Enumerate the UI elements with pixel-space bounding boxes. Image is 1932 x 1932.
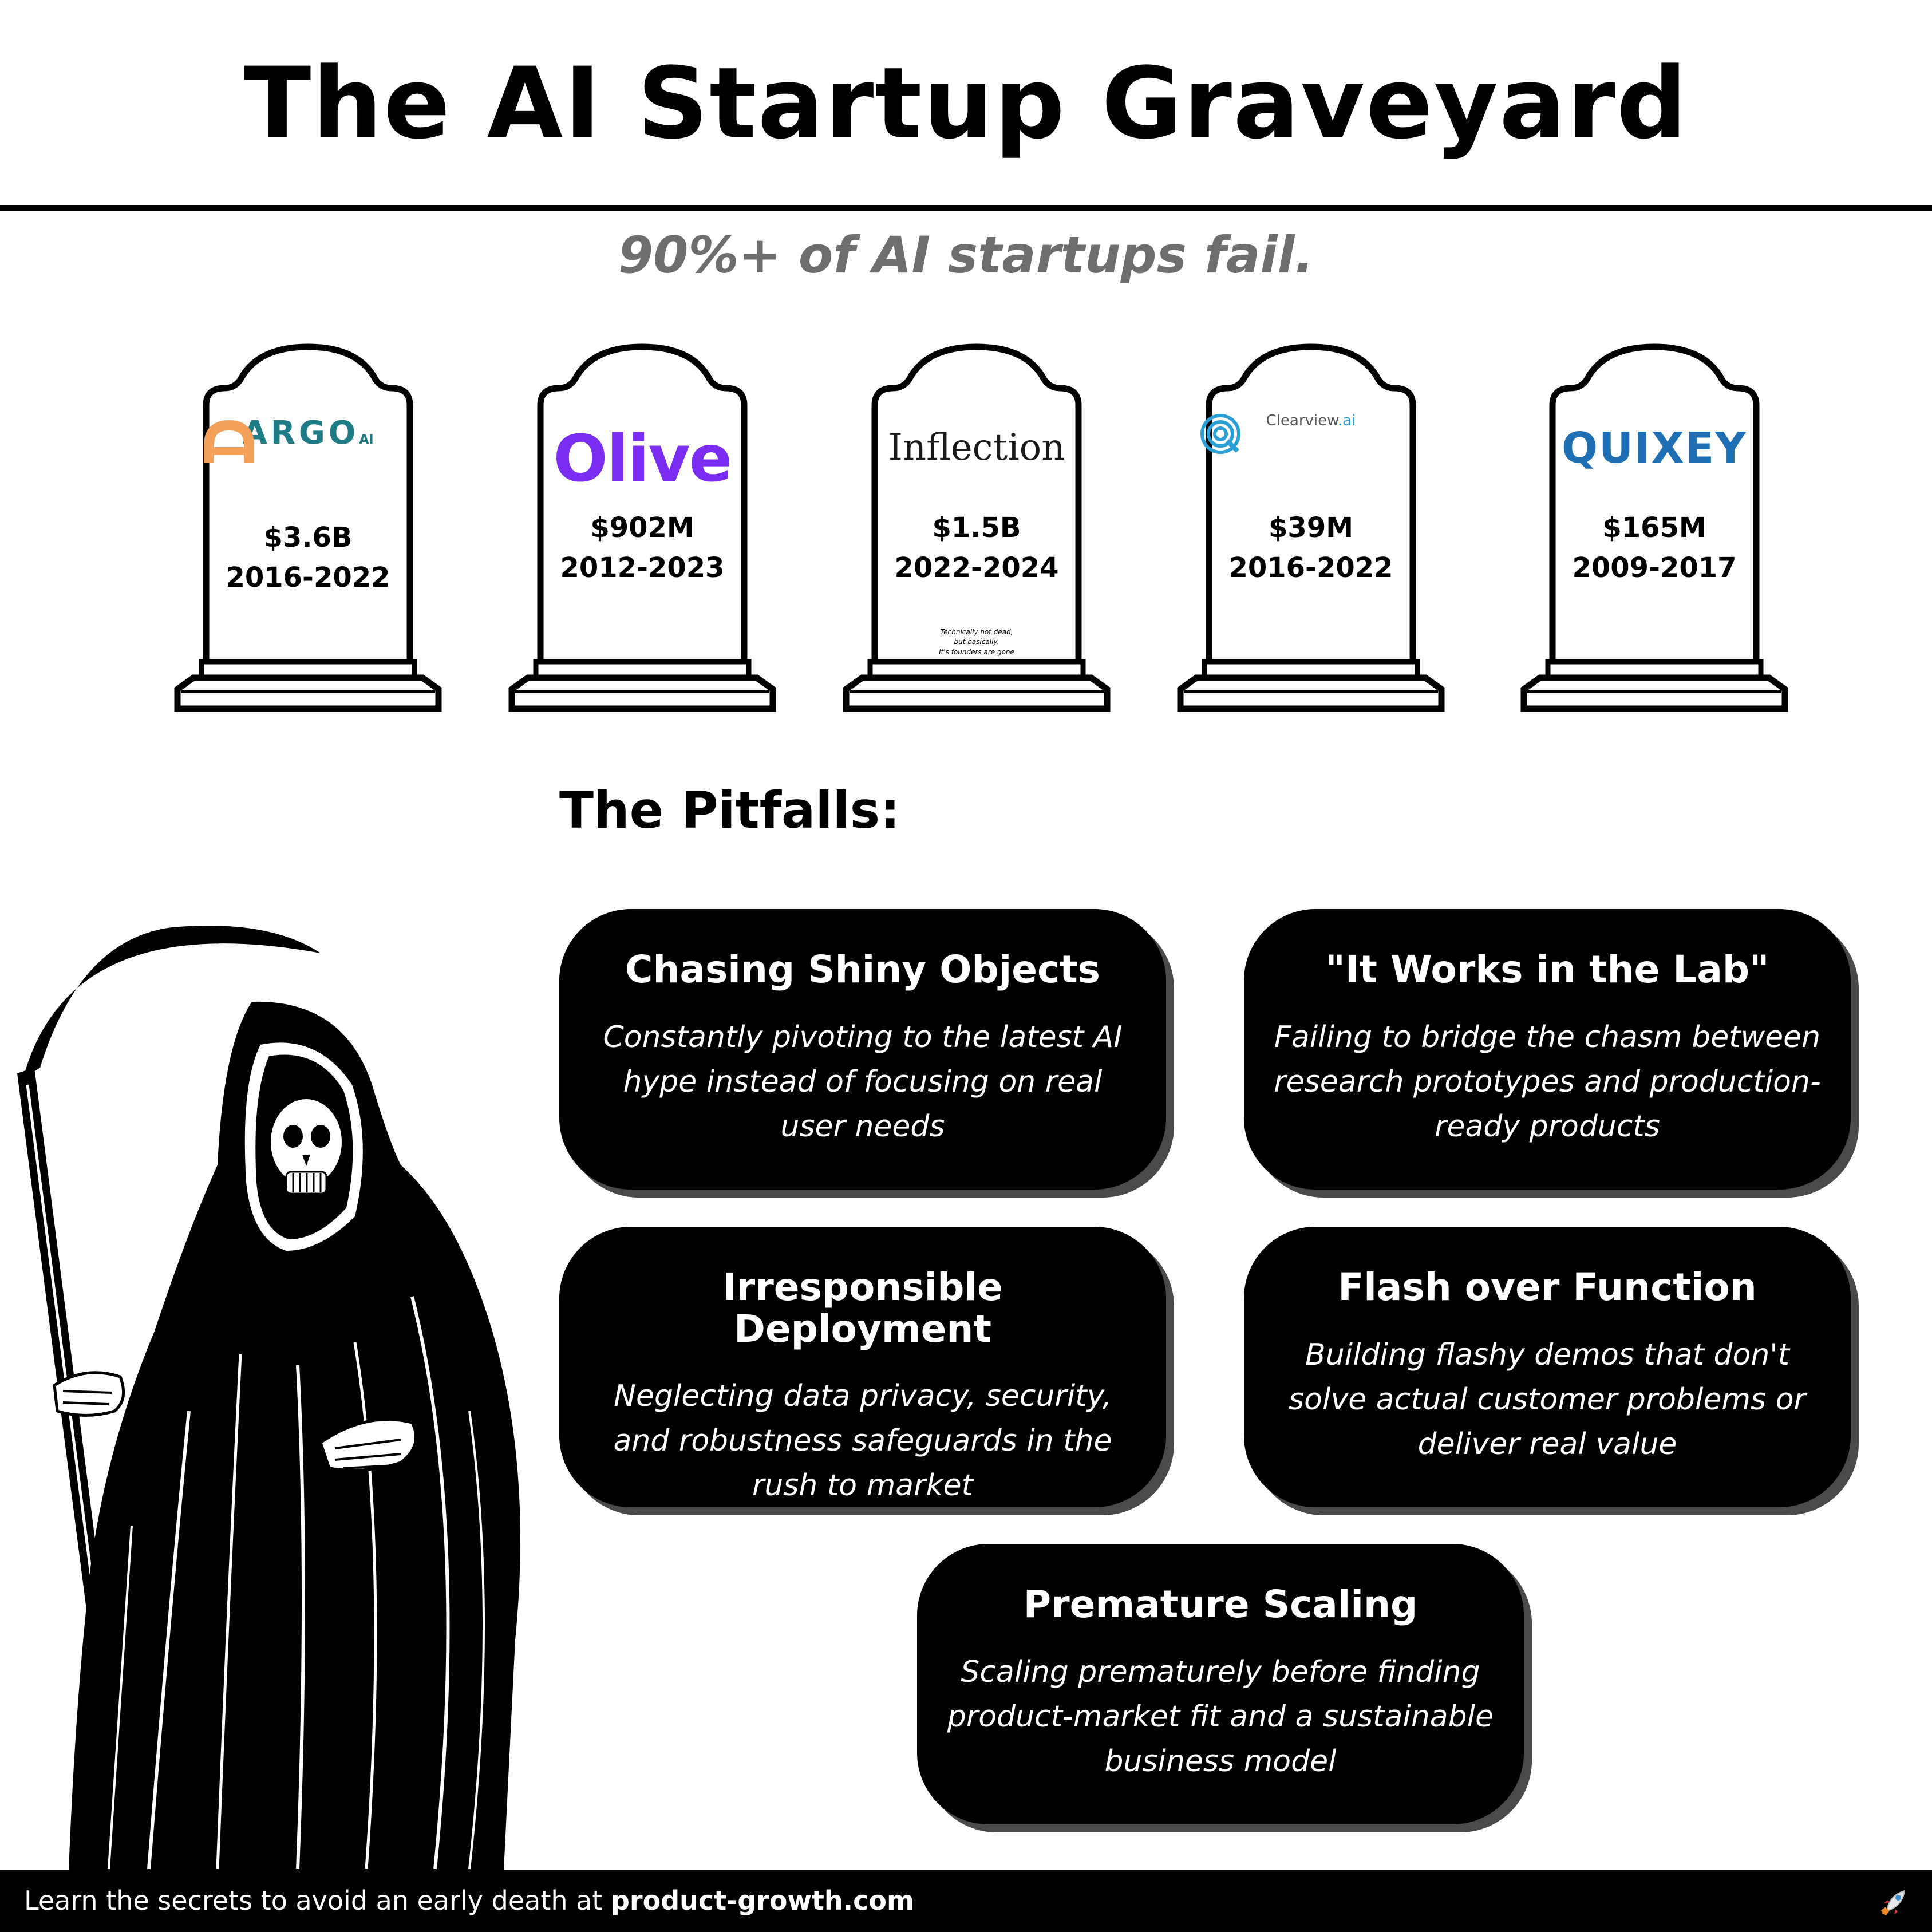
pitfall-description: Scaling prematurely before finding produ…	[947, 1654, 1494, 1779]
olive-funding: $902M	[590, 512, 694, 544]
pitfall-card: Chasing Shiny Objects Constantly pivotin…	[559, 909, 1166, 1190]
tombstone-shape	[174, 343, 442, 712]
quixey-years: 2009-2017	[1572, 552, 1737, 584]
footer-text: Learn the secrets to avoid an early deat…	[24, 1887, 914, 1914]
footer-link[interactable]: product-growth.com	[610, 1885, 914, 1916]
inflection-note: Technically not dead, but basically. It'…	[939, 628, 1014, 656]
argo-funding: $3.6B	[263, 521, 353, 554]
argo-wordmark: ARGO	[242, 414, 359, 452]
clearview-funding: $39M	[1269, 512, 1353, 544]
olive-logo: Olive	[553, 422, 733, 496]
pitfall-card: Irresponsible Deployment Neglecting data…	[559, 1227, 1166, 1507]
footer-bar: Learn the secrets to avoid an early deat…	[0, 1870, 1932, 1932]
argo-mark-icon	[204, 420, 254, 463]
footer-prefix: Learn the secrets to avoid an early deat…	[24, 1885, 611, 1916]
rocket-icon	[1880, 1890, 1906, 1916]
argo-years: 2016-2022	[226, 562, 390, 594]
page-subtitle: 90%+ of AI startups fail.	[618, 226, 1314, 285]
title-divider	[0, 205, 1932, 211]
pitfall-description: Failing to bridge the chasm between rese…	[1274, 1020, 1821, 1144]
tombstone-shape	[1520, 343, 1788, 712]
tombstone-clearview: Clearview.ai $39M 2016-2022	[1175, 342, 1447, 714]
pitfalls-heading: The Pitfalls:	[559, 781, 900, 840]
inflection-logo: Inflection	[888, 426, 1065, 469]
quixey-funding: $165M	[1602, 512, 1706, 544]
tombstone-shape	[508, 343, 776, 712]
pitfall-card: "It Works in the Lab" Failing to bridge …	[1244, 909, 1851, 1190]
pitfall-description: Neglecting data privacy, security, and r…	[613, 1379, 1112, 1503]
argo-logo: ARGOAI	[195, 417, 421, 463]
olive-years: 2012-2023	[560, 552, 725, 584]
page-title: The AI Startup Graveyard	[244, 46, 1688, 161]
pitfall-title: "It Works in the Lab"	[1325, 947, 1769, 991]
quixey-logo: QUIXEY	[1562, 424, 1747, 473]
grim-reaper-illustration	[17, 926, 520, 1870]
pitfall-description: Building flashy demos that don't solve a…	[1289, 1337, 1806, 1461]
pitfall-title: Irresponsible Deployment	[722, 1265, 1003, 1351]
argo-sub: AI	[359, 433, 374, 447]
pitfall-card: Flash over Function Building flashy demo…	[1244, 1227, 1851, 1507]
tombstone-quixey: QUIXEY $165M 2009-2017	[1518, 342, 1791, 714]
pitfall-title: Chasing Shiny Objects	[625, 947, 1100, 991]
pitfall-description: Constantly pivoting to the latest AI hyp…	[603, 1020, 1123, 1144]
tombstone-argo: ARGOAI $3.6B 2016-2022	[172, 342, 444, 714]
tombstone-olive: Olive $902M 2012-2023	[506, 342, 779, 714]
clearview-logo: Clearview.ai	[1198, 411, 1424, 454]
clearview-mark-icon	[1200, 414, 1240, 454]
tombstone-shape	[843, 343, 1111, 712]
pitfall-title: Premature Scaling	[1023, 1582, 1418, 1626]
clearview-wordmark: Clearview	[1266, 412, 1338, 429]
inflection-years: 2022-2024	[894, 552, 1059, 584]
pitfall-card: Premature Scaling Scaling prematurely be…	[917, 1544, 1524, 1824]
pitfall-title: Flash over Function	[1338, 1265, 1757, 1309]
clearview-sub: .ai	[1338, 412, 1356, 429]
tombstone-inflection: Inflection $1.5B 2022-2024 Technically n…	[840, 342, 1113, 714]
tombstone-shape	[1177, 343, 1445, 712]
inflection-funding: $1.5B	[932, 512, 1021, 544]
clearview-years: 2016-2022	[1228, 552, 1393, 584]
